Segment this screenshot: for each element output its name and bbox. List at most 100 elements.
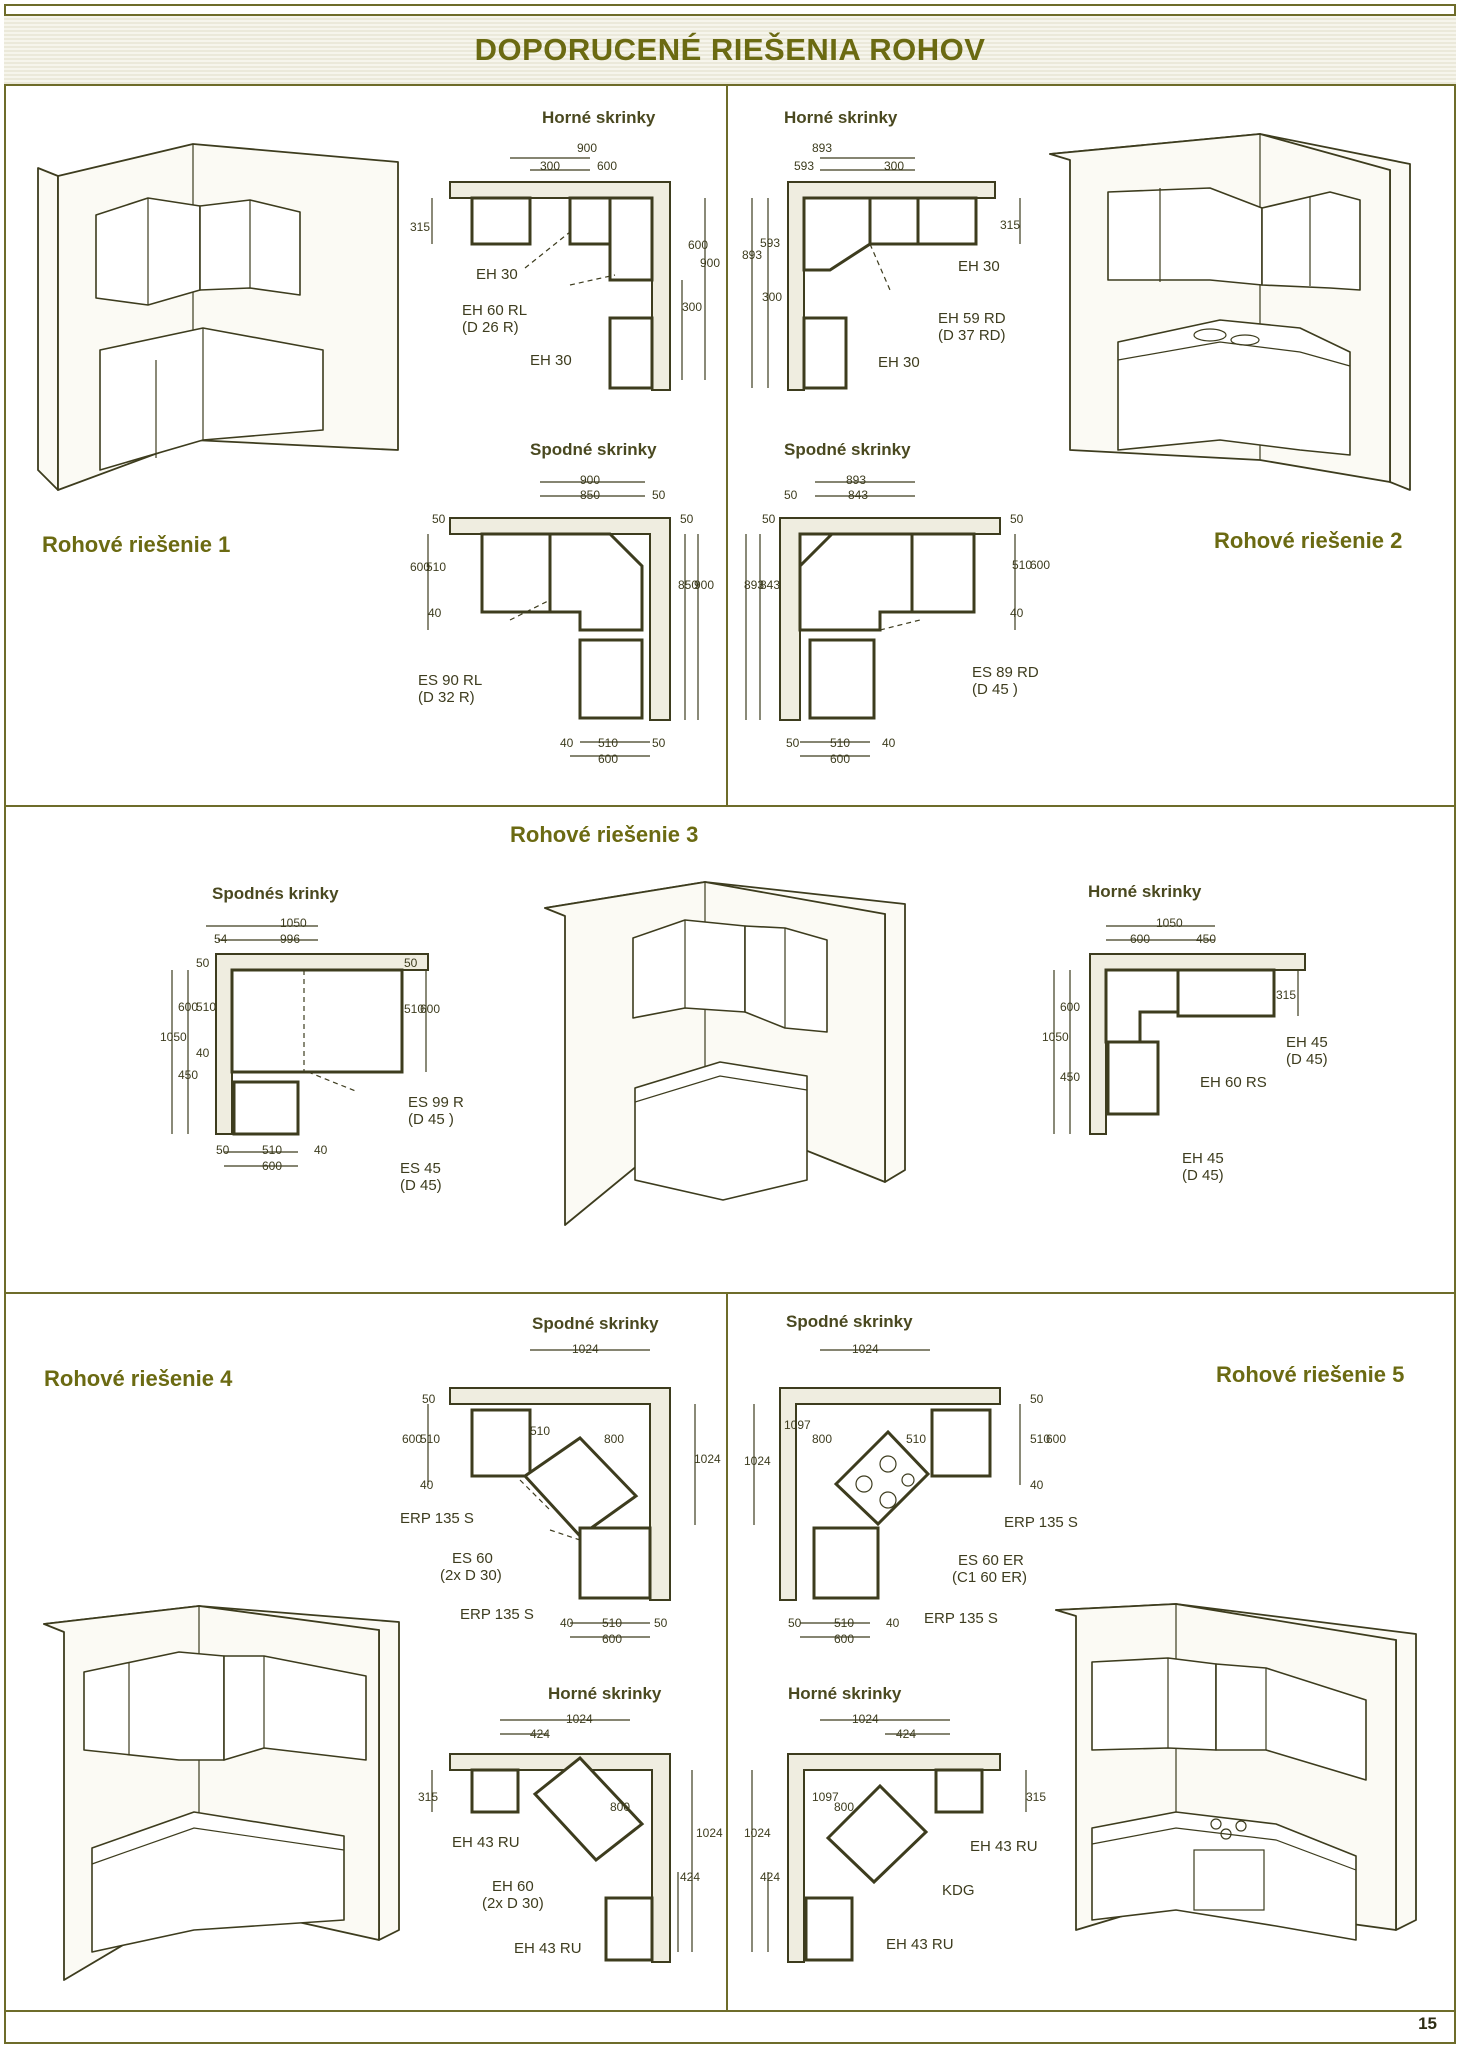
s1u-dim-300: 300 bbox=[540, 159, 561, 173]
s3u-dim-600: 600 bbox=[1130, 932, 1151, 946]
s1-upper-title: Horné skrinky bbox=[542, 108, 656, 127]
s2u-dim-300-v: 300 bbox=[762, 290, 783, 304]
s4l-label-es60: ES 60 bbox=[452, 1550, 493, 1567]
s1-lower-plan bbox=[427, 481, 699, 757]
solution-5-title: Rohové riešenie 5 bbox=[1216, 1362, 1405, 1387]
s2l-dim-40: 40 bbox=[1010, 606, 1024, 620]
s2-upper-plan bbox=[751, 157, 1021, 391]
s2l-dim-843: 843 bbox=[848, 488, 869, 502]
s3l-label-es99r: ES 99 R bbox=[408, 1094, 464, 1111]
page-frame bbox=[4, 4, 1456, 2044]
s2u-label-eh30-b: EH 30 bbox=[878, 354, 920, 371]
s5l-dim-40: 40 bbox=[1030, 1478, 1044, 1492]
s1u-dim-900-v: 900 bbox=[700, 256, 721, 270]
s3l-dim-50-c: 50 bbox=[216, 1143, 230, 1157]
s5l-dim-40-b: 40 bbox=[886, 1616, 900, 1630]
s2l-dim-40-b: 40 bbox=[882, 736, 896, 750]
s1u-dim-600-v: 600 bbox=[688, 238, 709, 252]
s1l-dim-900-v: 900 bbox=[694, 578, 715, 592]
s2u-dim-593-v: 593 bbox=[760, 236, 781, 250]
s5u-dim-1024-v: 1024 bbox=[744, 1826, 771, 1840]
s4u-dim-1024: 1024 bbox=[566, 1712, 593, 1726]
s5u-label-kdg: KDG bbox=[942, 1882, 975, 1899]
s4l-dim-1024: 1024 bbox=[572, 1342, 599, 1356]
s5-lower-plan bbox=[753, 1349, 1021, 1638]
s3l-dim-1050: 1050 bbox=[280, 916, 307, 930]
s1l-dim-600: 600 bbox=[410, 560, 431, 574]
solution-3-iso-drawing bbox=[544, 881, 906, 1226]
divider-col-top bbox=[726, 86, 728, 805]
s1l-dim-50-c: 50 bbox=[652, 736, 666, 750]
s5-upper-plan bbox=[751, 1719, 1027, 1963]
s3l-label-es45: ES 45 bbox=[400, 1160, 441, 1177]
s1u-label-d26r: (D 26 R) bbox=[462, 319, 519, 336]
divider-col-bottom bbox=[726, 1292, 728, 2010]
s4l-dim-600: 600 bbox=[402, 1432, 423, 1446]
s4-lower-plan bbox=[427, 1349, 696, 1638]
s3l-dim-600-b: 600 bbox=[262, 1159, 283, 1173]
s4u-dim-424: 424 bbox=[530, 1727, 551, 1741]
s5u-label-eh43ru-a: EH 43 RU bbox=[970, 1838, 1038, 1855]
page-number: 15 bbox=[1418, 2014, 1437, 2033]
s5l-label-es60er: ES 60 ER bbox=[958, 1552, 1024, 1569]
solution-1-iso-drawing bbox=[37, 143, 399, 491]
s3u-dim-600-v: 600 bbox=[1060, 1000, 1081, 1014]
s3u-label-d45-b: (D 45) bbox=[1182, 1167, 1224, 1184]
s3l-dim-600: 600 bbox=[178, 1000, 199, 1014]
s3l-label-d45-a: (D 45 ) bbox=[408, 1111, 454, 1128]
s4u-dim-800-diag: 800 bbox=[610, 1800, 631, 1814]
s2l-dim-600-b: 600 bbox=[830, 752, 851, 766]
s3l-label-d45-b: (D 45) bbox=[400, 1177, 442, 1194]
s1l-dim-510-b: 510 bbox=[598, 736, 619, 750]
s2u-dim-593: 593 bbox=[794, 159, 815, 173]
s1l-dim-900: 900 bbox=[580, 473, 601, 487]
s4l-dim-600-b: 600 bbox=[602, 1632, 623, 1646]
s3l-dim-600-v: 600 bbox=[420, 1002, 441, 1016]
s3l-dim-510-b: 510 bbox=[262, 1143, 283, 1157]
s1-lower-title: Spodné skrinky bbox=[530, 440, 657, 459]
s5u-dim-315: 315 bbox=[1026, 1790, 1047, 1804]
s5l-dim-50: 50 bbox=[1030, 1392, 1044, 1406]
s5l-dim-800: 800 bbox=[812, 1432, 833, 1446]
s4l-label-erp135s-b: ERP 135 S bbox=[460, 1606, 534, 1623]
page-title: DOPORUCENÉ RIEŠENIA ROHOV bbox=[474, 32, 986, 67]
s2-lower-plan bbox=[745, 481, 1016, 757]
s3l-dim-54: 54 bbox=[214, 932, 228, 946]
s5l-dim-1024: 1024 bbox=[852, 1342, 879, 1356]
s4l-dim-510-b: 510 bbox=[602, 1616, 623, 1630]
s2u-dim-893: 893 bbox=[812, 141, 833, 155]
s4l-dim-510: 510 bbox=[420, 1432, 441, 1446]
s3u-label-d45-a: (D 45) bbox=[1286, 1051, 1328, 1068]
s4-lower-title: Spodné skrinky bbox=[532, 1314, 659, 1333]
s3u-dim-315: 315 bbox=[1276, 988, 1297, 1002]
s2l-dim-510-b: 510 bbox=[830, 736, 851, 750]
s2l-label-es89rd: ES 89 RD bbox=[972, 664, 1039, 681]
s5l-dim-1097: 1097 bbox=[784, 1418, 811, 1432]
divider-row1 bbox=[4, 805, 1456, 807]
s2l-dim-50-d: 50 bbox=[786, 736, 800, 750]
s3l-dim-510: 510 bbox=[196, 1000, 217, 1014]
s2u-dim-315: 315 bbox=[1000, 218, 1021, 232]
s4l-dim-1024-v: 1024 bbox=[694, 1452, 721, 1466]
s1l-dim-50-a: 50 bbox=[652, 488, 666, 502]
s1u-label-eh30-b: EH 30 bbox=[530, 352, 572, 369]
s3l-dim-40-b: 40 bbox=[314, 1143, 328, 1157]
solution-4-iso-drawing bbox=[43, 1605, 400, 1981]
s1-upper-plan bbox=[431, 157, 706, 391]
s4-upper-title: Horné skrinky bbox=[548, 1684, 662, 1703]
s2l-dim-50-a: 50 bbox=[784, 488, 798, 502]
s2u-dim-893-v: 893 bbox=[742, 248, 763, 262]
s3l-dim-40: 40 bbox=[196, 1046, 210, 1060]
s3l-dim-1050-v: 1050 bbox=[160, 1030, 187, 1044]
solution-3-title: Rohové riešenie 3 bbox=[510, 822, 699, 847]
s1u-dim-600: 600 bbox=[597, 159, 618, 173]
s5l-dim-50-b: 50 bbox=[788, 1616, 802, 1630]
solution-4-title: Rohové riešenie 4 bbox=[44, 1366, 233, 1391]
s1l-dim-850-v: 850 bbox=[678, 578, 699, 592]
s1u-dim-900: 900 bbox=[577, 141, 598, 155]
s2l-dim-510: 510 bbox=[1012, 558, 1033, 572]
s4u-label-eh60: EH 60 bbox=[492, 1878, 534, 1895]
s2-lower-title: Spodné skrinky bbox=[784, 440, 911, 459]
s1l-dim-50-b: 50 bbox=[432, 512, 446, 526]
divider-row2 bbox=[4, 1292, 1456, 1294]
